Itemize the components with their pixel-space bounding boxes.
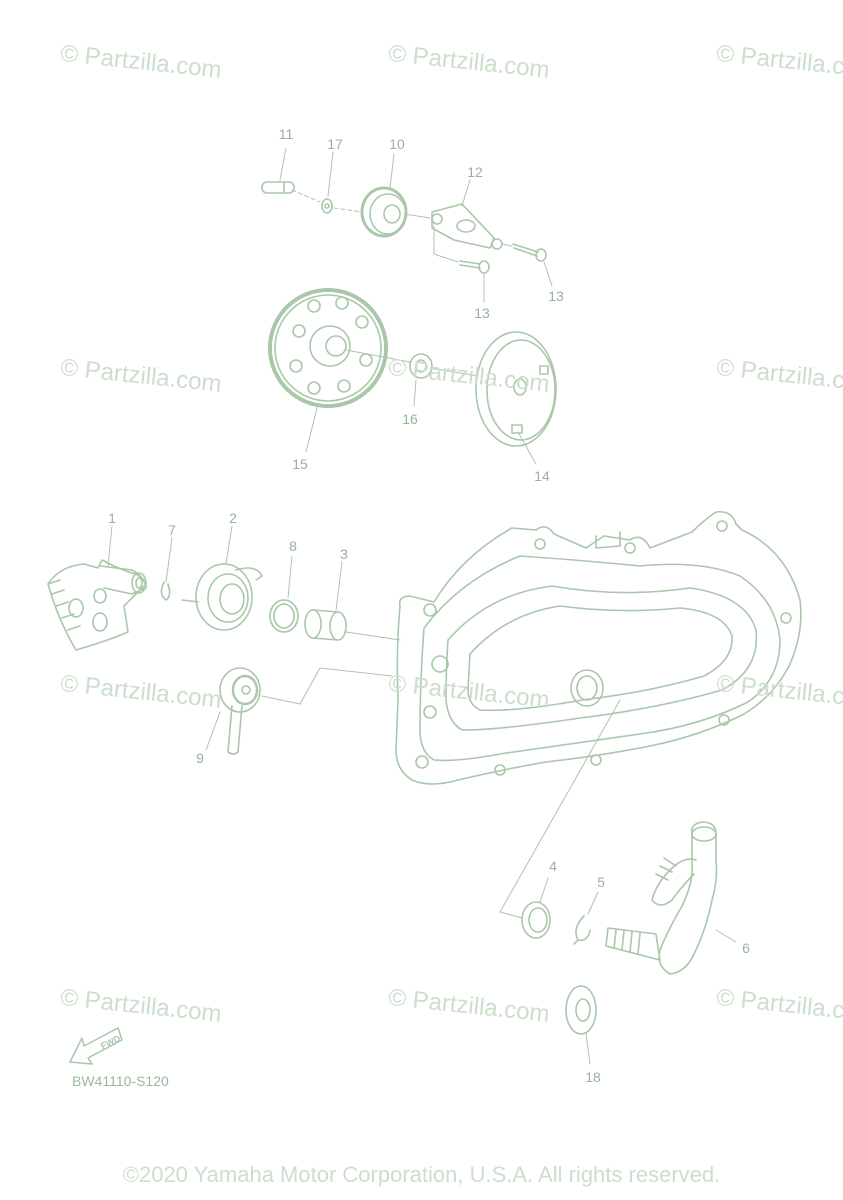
part-4-washer [521, 901, 551, 939]
diagram-code: BW41110-S120 [72, 1073, 169, 1089]
callout-16: 16 [402, 411, 418, 427]
callout-4: 4 [549, 858, 557, 874]
part-15-large-gear [268, 288, 388, 408]
callout-8: 8 [289, 538, 297, 554]
part-2-spring [181, 563, 263, 631]
part-17-washer [321, 198, 333, 214]
callout-3: 3 [340, 546, 348, 562]
fwd-arrow-icon: FWD [69, 1027, 123, 1065]
copyright-notice: ©2020 Yamaha Motor Corporation, U.S.A. A… [122, 1162, 721, 1187]
leader-lines-right [499, 699, 737, 1065]
part-13-bolt-lower [459, 260, 490, 274]
leader-lines-left [107, 525, 401, 751]
callout-10: 10 [389, 136, 405, 152]
callout-6: 6 [742, 940, 750, 956]
part-7-circlip [160, 581, 171, 601]
part-18-washer [565, 985, 597, 1035]
part-12-plate [431, 203, 503, 250]
part-8-washer [269, 599, 299, 633]
callout-2: 2 [229, 510, 237, 526]
callout-12: 12 [467, 164, 483, 180]
callout-15: 15 [292, 456, 308, 472]
crankcase-cover [395, 510, 802, 785]
callout-13: 13 [548, 288, 564, 304]
callout-5: 5 [597, 874, 605, 890]
callout-17: 17 [327, 136, 343, 152]
callout-1: 1 [108, 510, 116, 526]
part-11-pin [261, 181, 295, 194]
part-16-bearing [409, 353, 433, 379]
leader-lines-upper [279, 147, 553, 303]
callout-9: 9 [196, 750, 204, 766]
part-14-cover [475, 331, 557, 447]
leader-lines-mid [305, 349, 537, 465]
part-10-gear [360, 186, 408, 238]
part-13-bolt-right [512, 243, 547, 262]
part-3-bushing [304, 609, 347, 641]
callout-14: 14 [534, 468, 550, 484]
part-9-kick-gear [219, 667, 261, 755]
part-6-kick-lever [605, 821, 718, 975]
callout-11: 11 [278, 126, 294, 142]
callout-18: 18 [585, 1069, 601, 1085]
part-1-kick-shaft-segment [47, 559, 147, 651]
callout-7: 7 [168, 522, 176, 538]
callout-13: 13 [474, 305, 490, 321]
part-5-circlip [573, 915, 591, 945]
